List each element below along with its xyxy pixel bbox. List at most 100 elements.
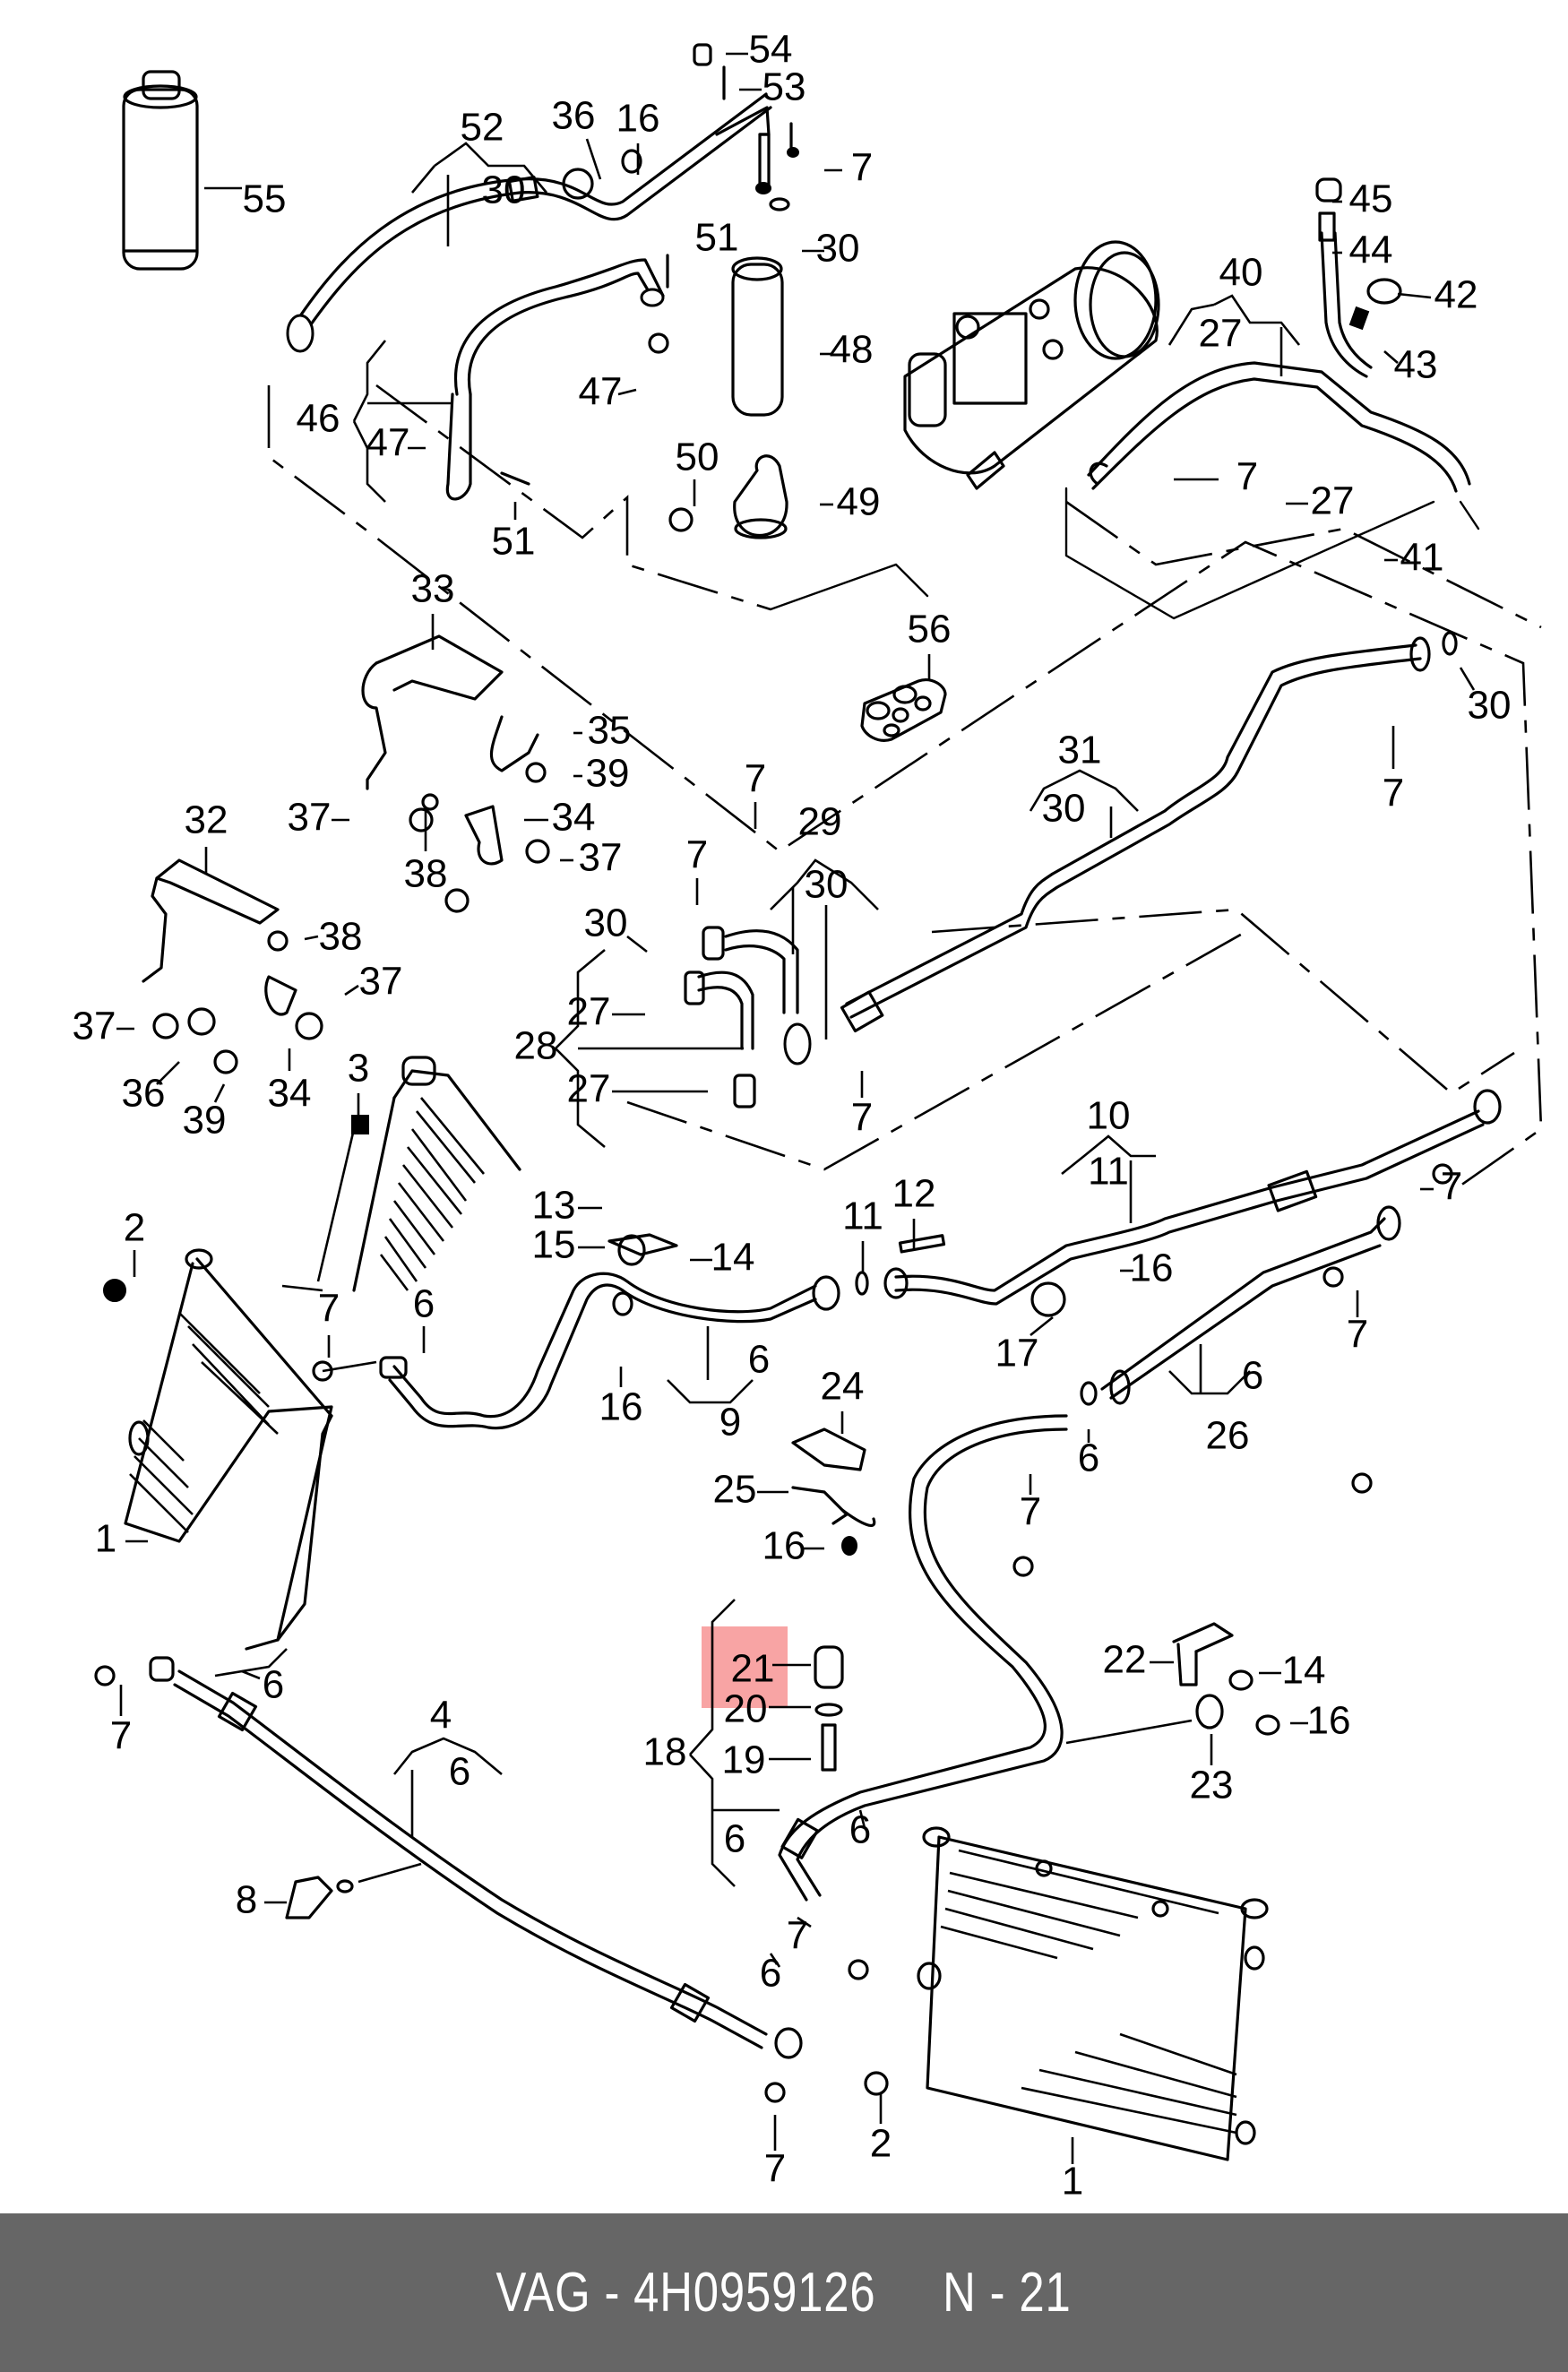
callout-part-56: 56	[908, 608, 952, 651]
callout-part-16: 16	[1307, 1699, 1351, 1743]
callout-part-55: 55	[243, 177, 287, 221]
callout-part-52: 52	[461, 106, 504, 150]
callout-part-32: 32	[185, 798, 228, 842]
callout-part-7: 7	[1383, 772, 1404, 815]
leader-line	[352, 420, 386, 503]
callout-part-14: 14	[1282, 1649, 1326, 1693]
bracket-part-49	[733, 454, 788, 539]
leader-line	[1167, 303, 1215, 346]
callout-part-13: 13	[532, 1184, 576, 1228]
callout-part-2: 2	[124, 1206, 145, 1250]
leader-line	[626, 935, 648, 953]
callout-part-6: 6	[760, 1952, 781, 1996]
callout-part-17: 17	[995, 1332, 1039, 1376]
seal-plate-part-56	[860, 678, 947, 742]
callout-part-19: 19	[722, 1738, 766, 1782]
hose-part-9	[379, 1272, 840, 1430]
bracket-part-33	[361, 634, 550, 913]
callout-part-3: 3	[348, 1047, 369, 1091]
callout-part-25: 25	[713, 1468, 757, 1512]
callout-part-30: 30	[482, 168, 526, 212]
callout-part-36: 36	[122, 1072, 166, 1116]
leader-line	[858, 1809, 866, 1829]
leader-line	[281, 1128, 377, 1373]
leader-line	[392, 1737, 503, 1775]
callout-part-12: 12	[892, 1172, 936, 1216]
callout-part-38: 38	[319, 915, 363, 959]
leader-line	[770, 858, 879, 910]
callout-part-53: 53	[762, 65, 806, 109]
callout-part-7: 7	[1441, 1165, 1462, 1209]
callout-part-7: 7	[745, 757, 766, 801]
callout-part-49: 49	[837, 480, 881, 524]
callout-part-8: 8	[236, 1878, 257, 1922]
callout-part-27: 27	[567, 990, 611, 1034]
callout-part-26: 26	[1206, 1414, 1250, 1458]
callout-part-18: 18	[643, 1730, 687, 1774]
callout-part-6: 6	[849, 1808, 871, 1852]
leader-line	[1213, 294, 1301, 346]
leader-line	[434, 142, 547, 194]
callout-part-15: 15	[532, 1223, 576, 1267]
callout-part-33: 33	[411, 567, 455, 611]
callout-part-1: 1	[95, 1517, 116, 1561]
small-parts-mid	[607, 1233, 946, 1316]
callout-part-39: 39	[183, 1099, 227, 1143]
callout-part-9: 9	[719, 1401, 741, 1445]
bracket-part-32	[142, 858, 323, 1074]
leader-line	[689, 1754, 736, 1887]
callout-part-20: 20	[724, 1687, 768, 1731]
leader-line	[358, 1862, 422, 1884]
leader-line	[1397, 292, 1432, 299]
callout-part-50: 50	[676, 436, 719, 479]
leader-line	[555, 1048, 606, 1148]
callout-part-35: 35	[588, 709, 632, 753]
callout-part-30: 30	[805, 863, 849, 907]
callout-part-1: 1	[1062, 2160, 1083, 2204]
leader-line	[304, 935, 319, 941]
hose-part-46	[445, 258, 665, 501]
leader-line	[585, 138, 602, 180]
leader-line	[1030, 1315, 1054, 1337]
callout-part-48: 48	[830, 328, 874, 372]
callout-part-7: 7	[1347, 1313, 1368, 1357]
leader-line	[411, 165, 435, 194]
leader-line	[555, 949, 606, 1049]
leader-line	[1168, 1370, 1251, 1395]
callout-part-7: 7	[110, 1714, 132, 1758]
callout-part-10: 10	[1087, 1094, 1131, 1138]
bolts	[94, 1163, 1453, 2103]
hose-part-10	[883, 1089, 1502, 1317]
assembly-outlines	[267, 384, 1543, 1194]
condenser-bottom	[917, 1826, 1269, 2161]
callout-part-34: 34	[268, 1072, 312, 1116]
callout-part-34: 34	[552, 796, 596, 840]
callout-part-21: 21	[731, 1647, 775, 1691]
fasteners-top	[500, 43, 799, 532]
callout-part-6: 6	[748, 1338, 770, 1382]
callout-part-23: 23	[1190, 1764, 1234, 1807]
part-caption-text: VAG - 4H0959126 N - 21	[495, 2262, 1073, 2324]
callout-part-54: 54	[749, 28, 793, 72]
highlight-part-21	[702, 1626, 788, 1708]
pipe-part-31	[840, 631, 1458, 1033]
leader-line	[689, 1599, 736, 1755]
hose-part-4	[149, 1656, 803, 2059]
callout-part-7: 7	[1020, 1490, 1041, 1534]
leader-line	[344, 984, 359, 996]
callout-part-39: 39	[586, 752, 630, 796]
leader-line	[213, 1083, 226, 1103]
leader-line	[769, 1953, 781, 1968]
leader-line	[214, 1648, 288, 1678]
leader-lines	[116, 52, 1476, 2164]
callout-part-30: 30	[816, 227, 860, 271]
callout-part-30: 30	[584, 901, 628, 945]
callout-part-2: 2	[870, 2122, 892, 2166]
receiver-drier-part-48	[715, 106, 784, 417]
callout-part-6: 6	[724, 1817, 745, 1861]
callout-part-22: 22	[1103, 1638, 1147, 1682]
callout-part-7: 7	[686, 833, 708, 877]
callout-part-11: 11	[842, 1195, 883, 1238]
bracket-part-24	[791, 1428, 876, 1556]
callout-part-46: 46	[297, 397, 340, 441]
